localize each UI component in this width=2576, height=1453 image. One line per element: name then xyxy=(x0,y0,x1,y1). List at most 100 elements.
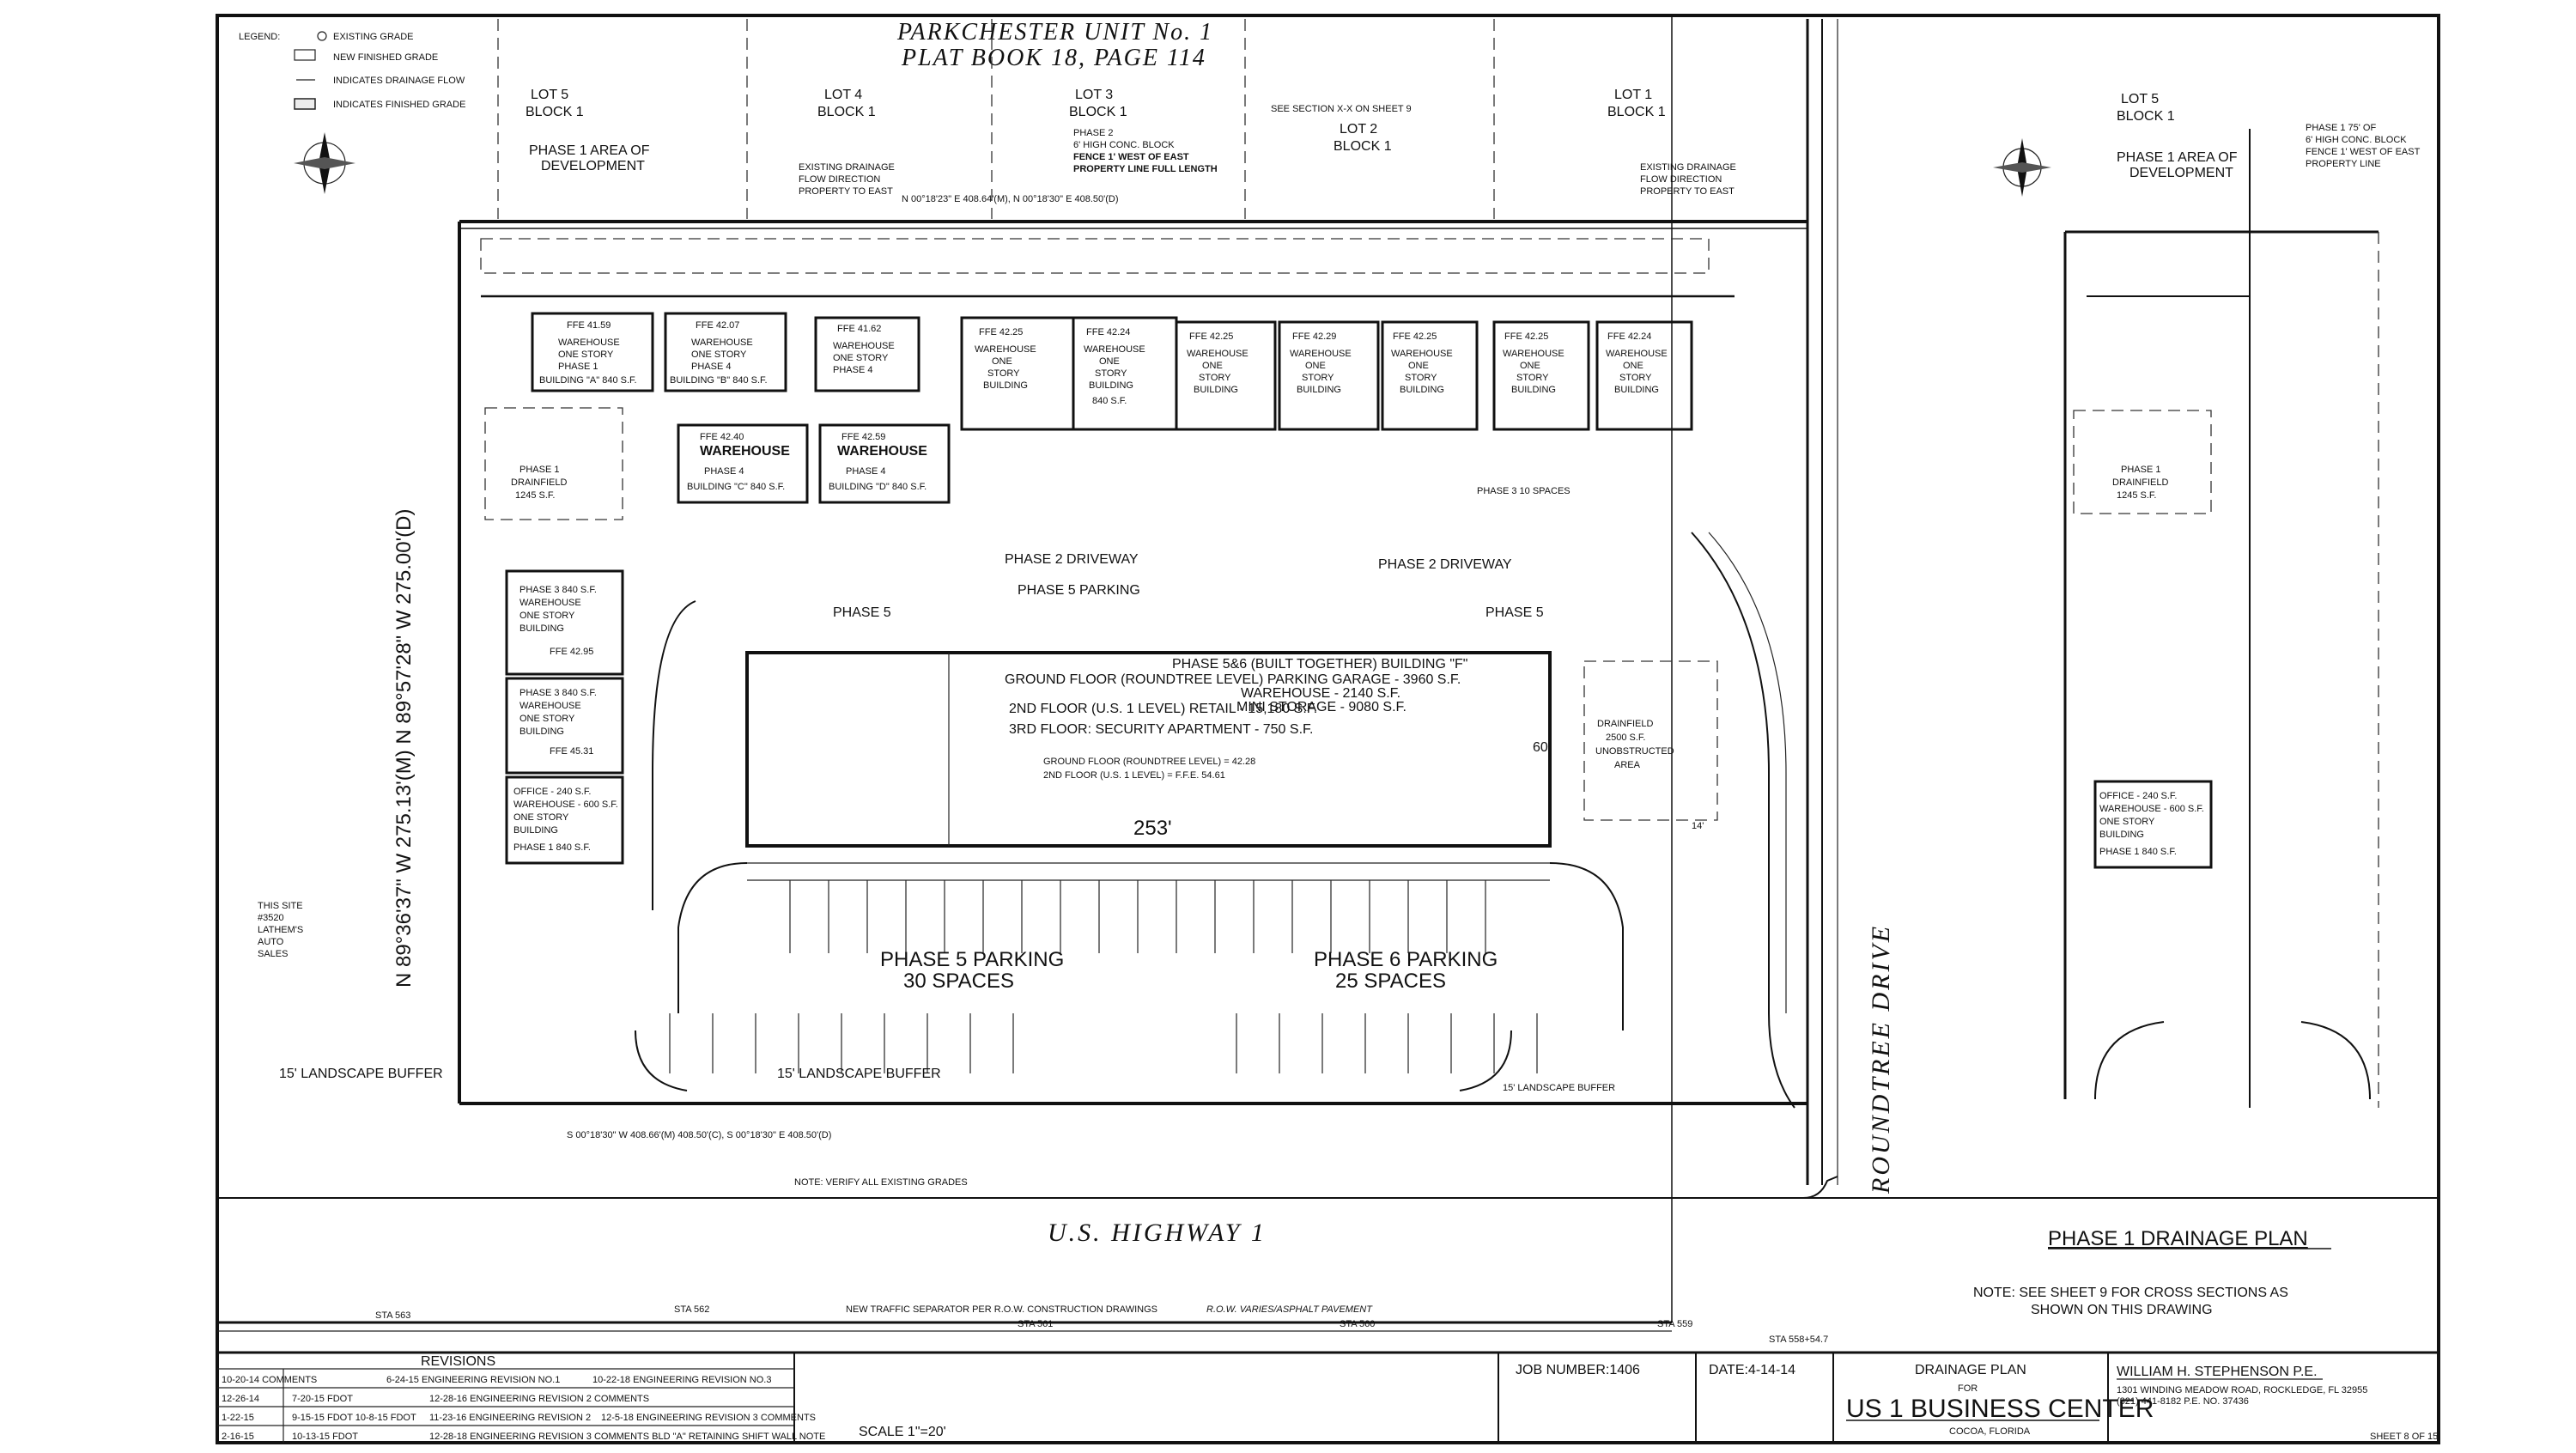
warehouse-5 xyxy=(1381,320,1479,431)
engineer-name: WILLIAM H. STEPHENSON P.E. xyxy=(2117,1365,2318,1379)
lot-label: LOT 1 xyxy=(1614,88,1652,102)
building-f xyxy=(745,651,1552,848)
phase1-drainfield-right xyxy=(2073,410,2212,514)
svg-text:ONE STORY: ONE STORY xyxy=(833,353,889,363)
svg-text:WAREHOUSE: WAREHOUSE xyxy=(1187,349,1249,359)
revision-entry: 1-22-15 xyxy=(222,1413,254,1423)
traffic-separator-note: NEW TRAFFIC SEPARATOR PER R.O.W. CONSTRU… xyxy=(846,1304,1157,1315)
svg-text:BUILDING: BUILDING xyxy=(519,623,564,634)
curb-west xyxy=(677,862,748,1013)
svg-text:WAREHOUSE: WAREHOUSE xyxy=(837,444,927,459)
plat-title-line2: PLAT BOOK 18, PAGE 114 xyxy=(901,45,1206,71)
dim-253: 253' xyxy=(1133,817,1172,840)
dim-14: 14' xyxy=(1692,821,1704,831)
lot-lines xyxy=(497,19,1495,219)
phase2-driveway-label-2: PHASE 2 DRIVEWAY xyxy=(1378,557,1512,572)
plan-for: FOR xyxy=(1958,1383,1978,1394)
svg-text:BUILDING "A" 840 S.F.: BUILDING "A" 840 S.F. xyxy=(539,375,637,386)
retention-swale xyxy=(480,238,1710,274)
svg-text:WAREHOUSE: WAREHOUSE xyxy=(833,341,895,351)
svg-text:BUILDING: BUILDING xyxy=(513,825,558,836)
warehouse-3 xyxy=(1175,320,1277,431)
svg-text:6' HIGH CONC. BLOCK: 6' HIGH CONC. BLOCK xyxy=(1073,140,1175,150)
block-label: BLOCK 1 xyxy=(1607,105,1666,119)
building-c xyxy=(677,423,809,504)
svg-text:PROPERTY TO EAST: PROPERTY TO EAST xyxy=(799,186,893,197)
cross-section-note: NOTE: SEE SHEET 9 FOR CROSS SECTIONS AS xyxy=(1973,1286,2288,1300)
svg-text:GROUND FLOOR (ROUNDTREE LEVEL): GROUND FLOOR (ROUNDTREE LEVEL) = 42.28 xyxy=(1043,757,1255,767)
block-label: BLOCK 1 xyxy=(1334,139,1392,154)
southwest-curb xyxy=(635,1030,688,1091)
station-label: STA 561 xyxy=(1018,1319,1053,1329)
bearing-south: S 00°18'30" W 408.66'(M) 408.50'(C), S 0… xyxy=(567,1130,831,1140)
svg-text:PHASE 1 75' OF: PHASE 1 75' OF xyxy=(2306,123,2376,133)
revisions-header: REVISIONS xyxy=(421,1354,495,1369)
svg-text:WAREHOUSE: WAREHOUSE xyxy=(519,598,581,608)
svg-text:PROPERTY TO EAST: PROPERTY TO EAST xyxy=(1640,186,1735,197)
title-block: REVISIONS 10-20-14 COMMENTS 6-24-15 ENGI… xyxy=(217,1351,2439,1443)
ffe-label: FFE 41.62 xyxy=(837,324,881,334)
svg-text:6' HIGH CONC. BLOCK: 6' HIGH CONC. BLOCK xyxy=(2306,135,2407,145)
roundtree-drive-entry xyxy=(1691,532,1795,1109)
building-f-title: PHASE 5&6 (BUILT TOGETHER) BUILDING "F" xyxy=(1172,657,1467,672)
phase1-area-label-2: DEVELOPMENT xyxy=(2129,166,2233,180)
ffe-label: FFE 42.07 xyxy=(696,320,739,331)
svg-text:THIS SITE: THIS SITE xyxy=(258,901,303,911)
svg-text:2ND FLOOR (U.S. 1 LEVEL) = F.F: 2ND FLOOR (U.S. 1 LEVEL) = F.F.E. 54.61 xyxy=(1043,770,1225,781)
warehouse-6 xyxy=(1492,320,1590,431)
building-a-right xyxy=(2093,780,2213,869)
svg-text:GROUND FLOOR (ROUNDTREE LEVEL): GROUND FLOOR (ROUNDTREE LEVEL) PARKING G… xyxy=(1005,672,1461,687)
svg-text:WAREHOUSE: WAREHOUSE xyxy=(1290,349,1352,359)
legend-title: LEGEND: xyxy=(239,32,280,42)
phase1-area-label: PHASE 1 AREA OF xyxy=(529,143,650,158)
dim-60: 60' xyxy=(1533,740,1551,755)
svg-text:3RD FLOOR: SECURITY APARTMENT: 3RD FLOOR: SECURITY APARTMENT - 750 S.F. xyxy=(1009,722,1313,737)
svg-text:DRAINFIELD: DRAINFIELD xyxy=(2112,477,2168,488)
bearing-west: N 89°36'37" W 275.13'(M) N 89°57'28" W 2… xyxy=(392,509,416,988)
svg-text:STORY: STORY xyxy=(1199,373,1231,383)
svg-text:ONE: ONE xyxy=(1305,361,1326,371)
svg-text:STORY: STORY xyxy=(1516,373,1549,383)
svg-text:WAREHOUSE: WAREHOUSE xyxy=(1084,344,1145,355)
station-label: STA 558+54.7 xyxy=(1769,1334,1828,1345)
sheet-border xyxy=(216,14,2440,1444)
landscape-buffer-west: 15' LANDSCAPE BUFFER xyxy=(279,1067,443,1081)
fence-note: PHASE 1 75' OF 6' HIGH CONC. BLOCK FENCE… xyxy=(2306,123,2421,169)
svg-text:ONE: ONE xyxy=(1623,361,1643,371)
svg-text:FFE 42.24: FFE 42.24 xyxy=(1607,331,1651,342)
plan-title: DRAINAGE PLAN xyxy=(1915,1363,2026,1377)
lot-labels: LOT 5 BLOCK 1 LOT 4 BLOCK 1 LOT 3 BLOCK … xyxy=(526,88,1666,154)
phase1-area-label: PHASE 1 AREA OF xyxy=(2117,150,2238,165)
phase5-label: PHASE 5 xyxy=(833,605,891,620)
svg-text:OFFICE - 240 S.F.: OFFICE - 240 S.F. xyxy=(513,787,591,797)
legend: LEGEND: EXISTING GRADE NEW FINISHED GRAD… xyxy=(239,31,465,110)
svg-text:STORY: STORY xyxy=(1405,373,1437,383)
verify-grades-note: NOTE: VERIFY ALL EXISTING GRADES xyxy=(794,1177,968,1188)
svg-text:ONE: ONE xyxy=(1408,361,1429,371)
revision-entry: 11-23-16 ENGINEERING REVISION 2 xyxy=(429,1413,591,1423)
svg-text:WAREHOUSE: WAREHOUSE xyxy=(975,344,1036,355)
revision-entry: 10-13-15 FDOT xyxy=(292,1432,358,1442)
sheet-number: SHEET 8 OF 15 xyxy=(2370,1432,2438,1442)
svg-text:WAREHOUSE - 600 S.F.: WAREHOUSE - 600 S.F. xyxy=(2099,804,2204,814)
lot-label: LOT 5 xyxy=(531,88,568,102)
phase6-spaces-label: 25 SPACES xyxy=(1335,970,1446,993)
svg-text:SALES: SALES xyxy=(258,949,288,959)
svg-text:PHASE 1: PHASE 1 xyxy=(558,362,598,372)
station-label: STA 562 xyxy=(674,1304,709,1315)
svg-text:WAREHOUSE: WAREHOUSE xyxy=(519,701,581,711)
svg-text:WAREHOUSE: WAREHOUSE xyxy=(700,444,790,459)
svg-text:FLOW DIRECTION: FLOW DIRECTION xyxy=(799,174,880,185)
revision-entry: 9-15-15 FDOT 10-8-15 FDOT xyxy=(292,1413,416,1423)
revision-entry: 10-20-14 COMMENTS xyxy=(222,1375,317,1385)
svg-text:BUILDING: BUILDING xyxy=(1089,380,1133,391)
lot-label: LOT 3 xyxy=(1075,88,1113,102)
station-label: STA 560 xyxy=(1340,1319,1375,1329)
project-location: COCOA, FLORIDA xyxy=(1949,1426,2031,1437)
svg-text:DRAINFIELD: DRAINFIELD xyxy=(511,477,567,488)
phase1-drainage-plan: LOT 5 BLOCK 1 PHASE 1 AREA OF DEVELOPMEN… xyxy=(1683,92,2439,1199)
phase5-spaces-label: 30 SPACES xyxy=(903,970,1014,993)
svg-text:PHASE 1: PHASE 1 xyxy=(519,465,559,475)
block-label: BLOCK 1 xyxy=(2117,109,2175,124)
phase3-spaces-label: PHASE 3 10 SPACES xyxy=(1477,486,1571,496)
